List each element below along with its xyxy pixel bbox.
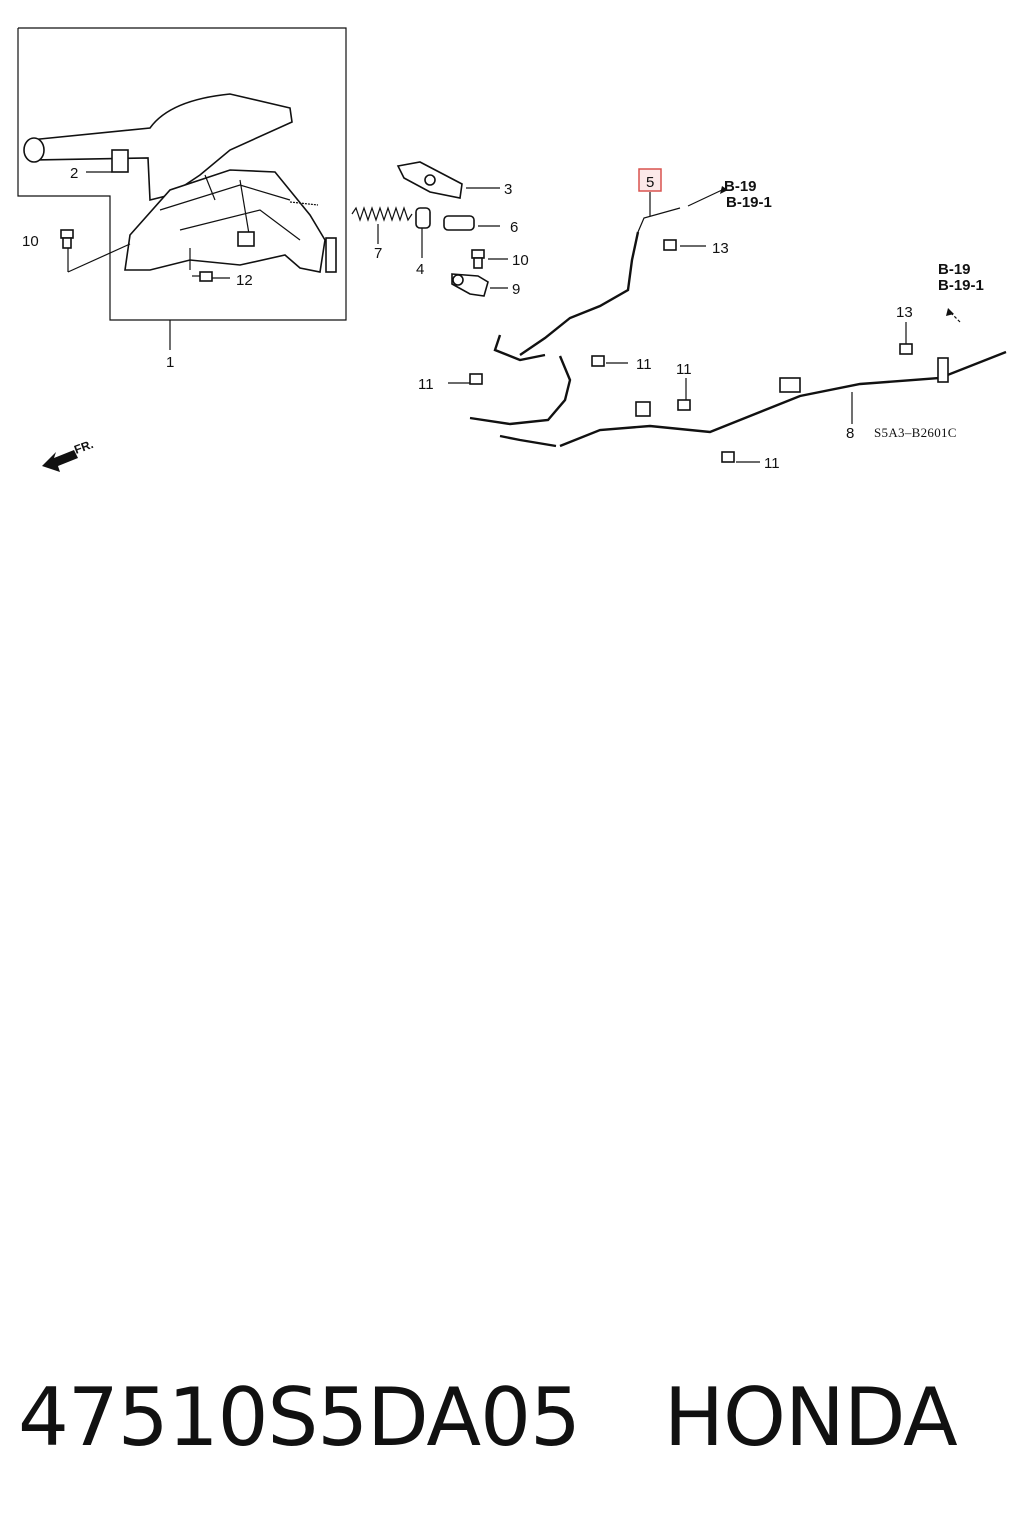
callout-9[interactable]: 9 [512,281,520,298]
callout-11-upper-right[interactable]: 11 [676,361,692,378]
part-footer: 47510S5DA05 HONDA [18,1368,1008,1468]
part-4-pin [415,207,431,258]
part-13-bolt-upper [663,239,706,251]
callout-6[interactable]: 6 [510,219,518,236]
reference-1-line-1[interactable]: B-19 [724,178,757,195]
reference-2-line-2[interactable]: B-19-1 [938,277,984,294]
callout-2[interactable]: 2 [70,165,78,182]
part-9-equalizer [451,273,508,297]
part-13-bolt-right [899,308,961,355]
callout-11-middle[interactable]: 11 [636,356,652,373]
part-11-bolts [448,355,760,463]
callout-10-left[interactable]: 10 [22,233,39,250]
front-direction-arrow-icon [42,450,78,472]
part-12-bolt [192,271,213,282]
part-7-spring [351,206,413,244]
part-number: 47510S5DA05 [18,1371,581,1464]
part-6-collar [443,215,500,231]
brand-name: HONDA [663,1371,958,1464]
callout-13-upper[interactable]: 13 [712,240,729,257]
parts-diagram: FR. 1 2 3 4 5 6 7 8 9 10 10 11 11 11 11 … [17,27,1007,472]
callout-10-right[interactable]: 10 [512,252,529,269]
callout-7[interactable]: 7 [374,245,382,262]
part-10-bolt-left [60,229,74,249]
part-10-bolt-right [471,249,508,269]
callout-1[interactable]: 1 [166,354,174,371]
part-3-bracket [396,161,500,199]
direction-label: FR. [72,437,95,457]
part-5-front-cable [519,186,728,356]
diagram-code: S5A3–B2601C [874,425,957,440]
part-8-rear-cable [469,334,1007,448]
reference-1-line-2[interactable]: B-19-1 [726,194,772,211]
parking-brake-lever [23,93,337,273]
callout-5[interactable]: 5 [646,174,654,191]
highlight-box [638,168,662,192]
callout-3[interactable]: 3 [504,181,512,198]
callout-13-right[interactable]: 13 [896,304,913,321]
reference-2-line-1[interactable]: B-19 [938,261,971,278]
assembly-frame [17,27,347,321]
callout-11-bottom[interactable]: 11 [764,455,780,472]
callout-8[interactable]: 8 [846,425,854,442]
callout-12[interactable]: 12 [236,272,253,289]
callout-4[interactable]: 4 [416,261,424,278]
part-2-clip [86,149,129,173]
callout-11-left[interactable]: 11 [418,376,434,393]
